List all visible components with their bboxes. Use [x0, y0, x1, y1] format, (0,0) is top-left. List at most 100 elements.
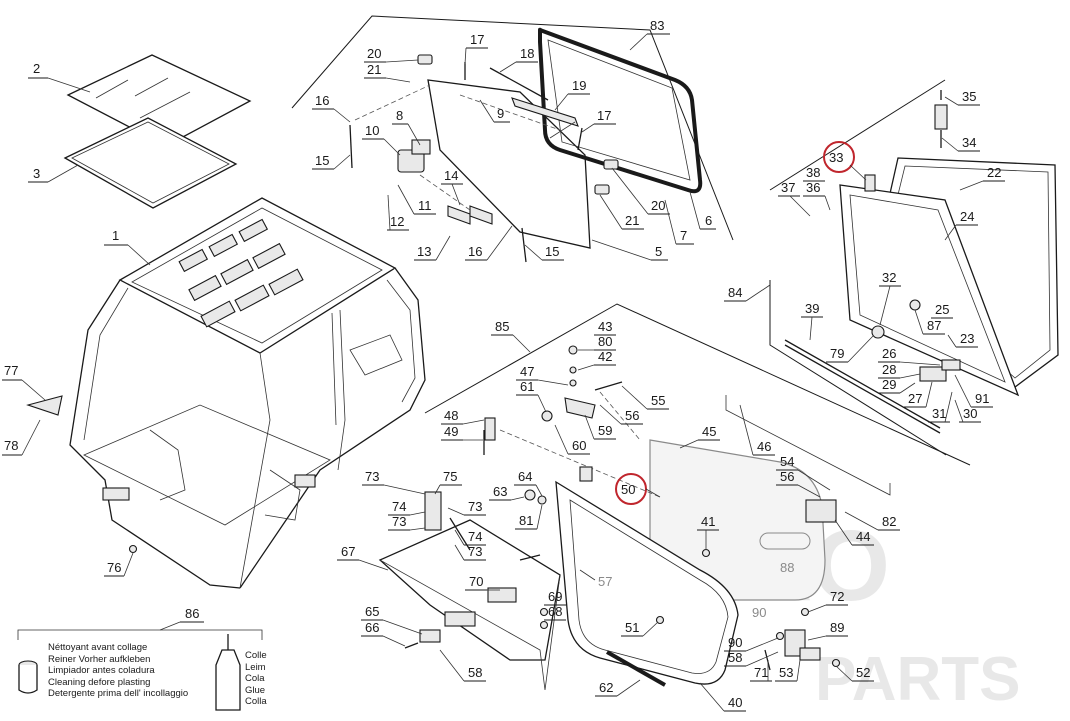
callout-30: 30: [963, 406, 977, 421]
rear-window-parts: [784, 90, 1059, 434]
callout-27: 27: [908, 391, 922, 406]
callout-17a: 17: [470, 32, 484, 47]
callout-77: 77: [4, 363, 18, 378]
callout-79: 79: [830, 346, 844, 361]
callout-12: 12: [390, 214, 404, 229]
callout-59: 59: [598, 423, 612, 438]
roof-slots: [178, 218, 304, 328]
watermark-line2: PARTS: [815, 645, 1021, 714]
callout-54: 54: [780, 454, 794, 469]
callout-90a: 90: [752, 605, 766, 620]
callout-9: 9: [497, 106, 504, 121]
callout-41: 41: [701, 514, 715, 529]
callout-26: 26: [882, 346, 896, 361]
callout-31: 31: [932, 406, 946, 421]
callout-80: 80: [598, 334, 612, 349]
callout-16a: 16: [315, 93, 329, 108]
callout-78: 78: [4, 438, 18, 453]
callout-85: 85: [495, 319, 509, 334]
glue-line-it: Colla: [245, 696, 267, 707]
roof-glass: [63, 54, 252, 209]
callout-73b: 73: [468, 499, 482, 514]
glue-tube-icon: [215, 634, 241, 711]
callout-58a: 58: [728, 650, 742, 665]
callout-56b: 56: [780, 469, 794, 484]
callout-62: 62: [599, 680, 613, 695]
callout-58b: 58: [468, 665, 482, 680]
callout-15b: 15: [545, 244, 559, 259]
glue-line-es: Cola: [245, 673, 265, 684]
cleaner-legend: Néttoyant avant collage Reiner Vorher au…: [18, 628, 218, 700]
callout-75: 75: [443, 469, 457, 484]
glue-line-fr: Colle: [245, 650, 267, 661]
callout-52: 52: [856, 665, 870, 680]
legend-icons: [18, 634, 241, 711]
legend-line-fr: Néttoyant avant collage: [48, 642, 148, 653]
callout-57: 57: [598, 574, 612, 589]
callout-74a: 74: [392, 499, 406, 514]
callout-28: 28: [882, 362, 896, 377]
callout-21a: 21: [367, 62, 381, 77]
callout-24: 24: [960, 209, 974, 224]
callout-35: 35: [962, 89, 976, 104]
callout-20b: 20: [651, 198, 665, 213]
callout-37: 37: [781, 180, 795, 195]
callout-84: 84: [728, 285, 742, 300]
callout-29: 29: [882, 377, 896, 392]
callout-18: 18: [520, 46, 534, 61]
legend-line-es: Limpiador antes coladura: [48, 665, 155, 676]
legend-line-de: Reiner Vorher aufkleben: [48, 653, 151, 665]
callout-16b: 16: [468, 244, 482, 259]
callout-44: 44: [856, 529, 870, 544]
callout-33: 33: [829, 150, 843, 165]
callout-53: 53: [779, 665, 793, 680]
callout-13: 13: [417, 244, 431, 259]
callout-45: 45: [702, 424, 716, 439]
callout-66: 66: [365, 620, 379, 635]
callout-36: 36: [806, 180, 820, 195]
callout-70: 70: [469, 574, 483, 589]
callout-20a: 20: [367, 46, 381, 61]
callout-81: 81: [519, 513, 533, 528]
callout-90b: 90: [728, 635, 742, 650]
callout-63: 63: [493, 484, 507, 499]
callout-65: 65: [365, 604, 379, 619]
callout-6: 6: [705, 213, 712, 228]
callout-51: 51: [625, 620, 639, 635]
callout-68: 68: [548, 604, 562, 619]
callout-38: 38: [806, 165, 820, 180]
callout-48: 48: [444, 408, 458, 423]
callout-32: 32: [882, 270, 896, 285]
callout-73c: 73: [392, 514, 406, 529]
callout-72: 72: [830, 589, 844, 604]
callout-8: 8: [396, 108, 403, 123]
group-boundaries: [291, 15, 971, 496]
callout-47: 47: [520, 364, 534, 379]
callout-49: 49: [444, 424, 458, 439]
callout-7: 7: [680, 228, 687, 243]
callout-5: 5: [655, 244, 662, 259]
callout-56a: 56: [625, 408, 639, 423]
callout-67: 67: [341, 544, 355, 559]
callout-17b: 17: [597, 108, 611, 123]
callout-25: 25: [935, 302, 949, 317]
callout-71: 71: [754, 665, 768, 680]
callout-11: 11: [418, 198, 432, 213]
callout-14: 14: [444, 168, 458, 183]
callout-76: 76: [107, 560, 121, 575]
glue-legend: Colle Leim Cola Glue Colla: [245, 650, 267, 708]
callout-50: 50: [621, 482, 635, 497]
callout-88: 88: [780, 560, 794, 575]
callout-74b: 74: [468, 529, 482, 544]
callout-10: 10: [365, 123, 379, 138]
callout-46: 46: [757, 439, 771, 454]
upper-window-parts: [349, 27, 703, 263]
callout-64: 64: [518, 469, 532, 484]
legend-line-it: Detergente prima dell' incollaggio: [48, 688, 189, 699]
callout-1: 1: [112, 228, 119, 243]
callouts: 2 3 1 77 78 76 86 20 21 17 18 83 19 16 8: [2, 18, 1005, 712]
callout-40: 40: [728, 695, 742, 710]
cab-frame: [69, 197, 426, 589]
callout-61: 61: [520, 379, 534, 394]
